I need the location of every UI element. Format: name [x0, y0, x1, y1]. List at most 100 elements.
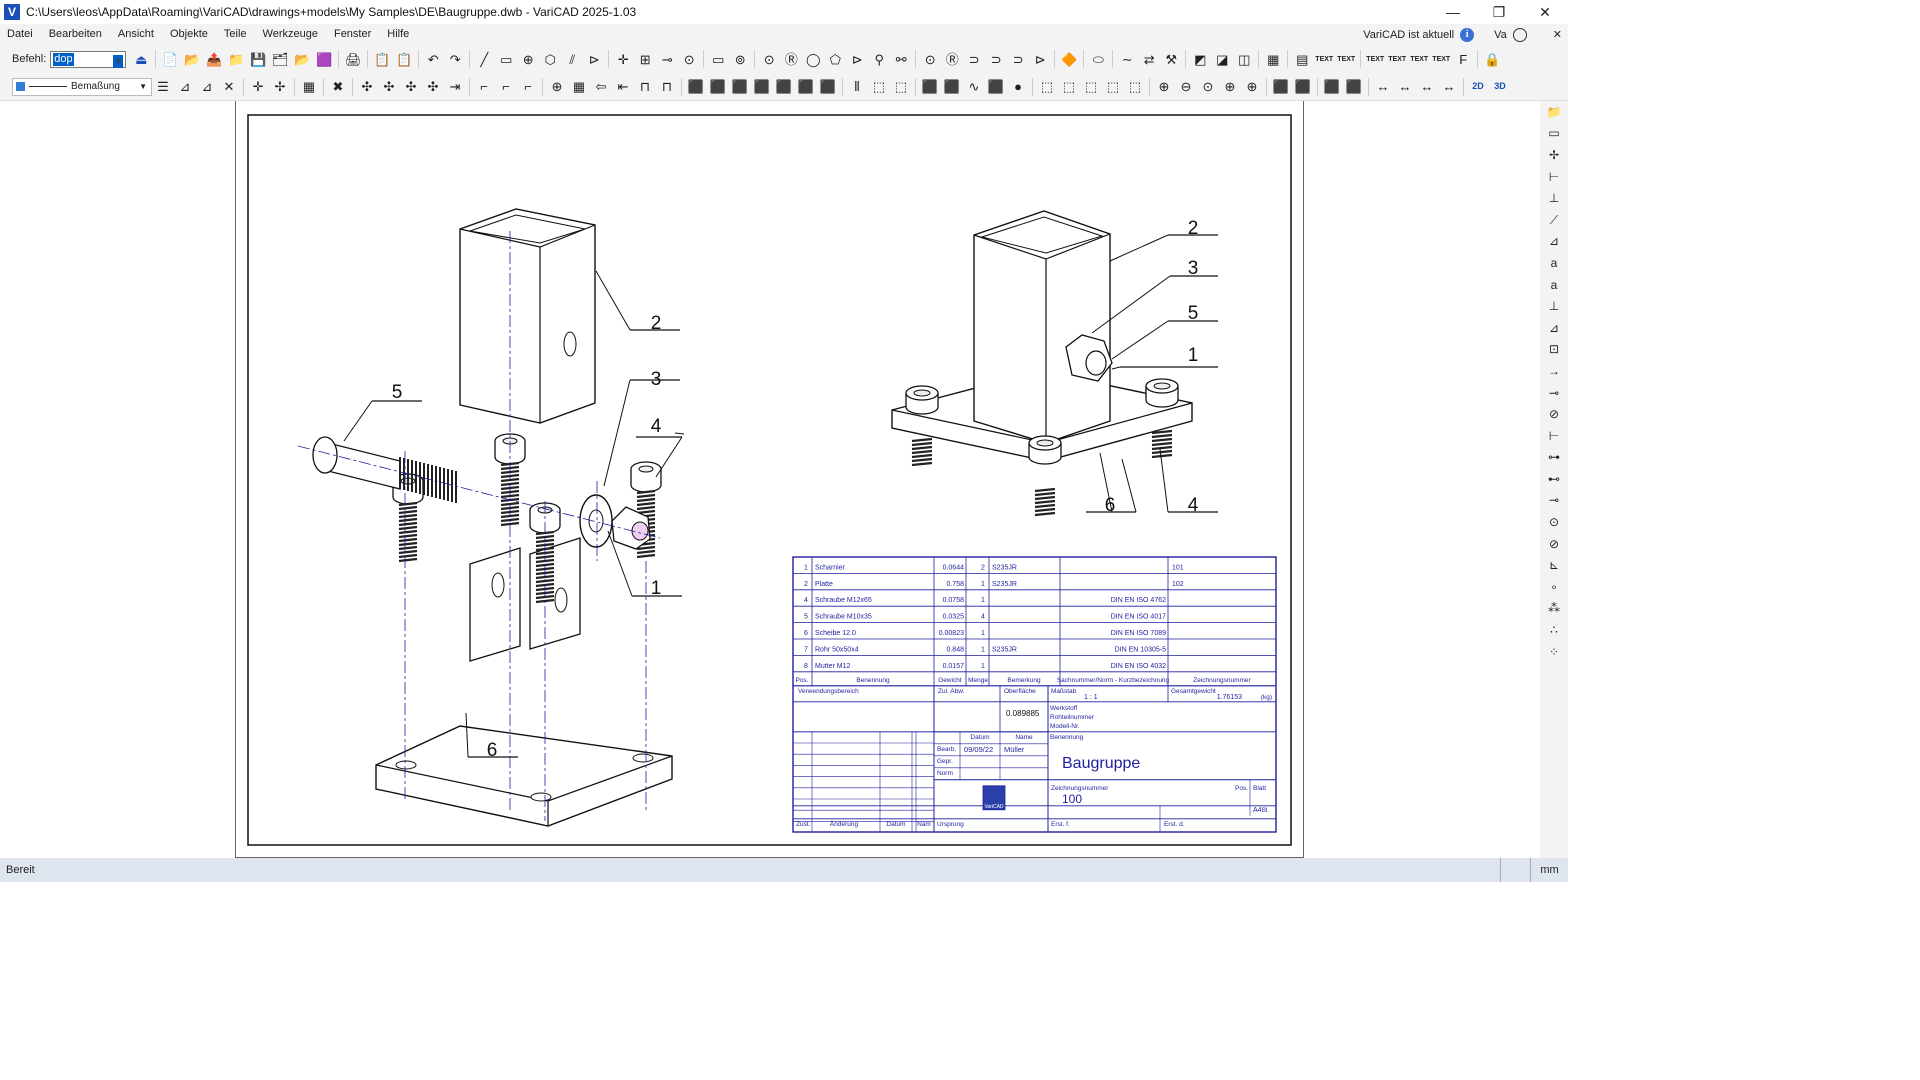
tool-icon-row1_icons-1[interactable]: 📂 [184, 51, 201, 67]
tool-icon-row1_icons-12[interactable]: 📋 [396, 51, 413, 67]
tool-icon-row2_icons-31[interactable]: ⬛ [753, 79, 771, 94]
tool-icon-row1_icons-2[interactable]: 📤 [206, 51, 223, 67]
tool-icon-row2_icons-12[interactable]: ✣ [383, 79, 395, 94]
tool-icon-row2_icons-50[interactable]: ⬚ [1128, 79, 1142, 94]
tool-icon-row1_icons-47[interactable]: 🔶 [1061, 51, 1078, 67]
tool-icon-row1_icons-57[interactable]: ◫ [1238, 51, 1251, 67]
tool-icon-right_icons-22[interactable]: ∘ [1550, 579, 1558, 594]
tool-icon-row1_icons-18[interactable]: ▭ [500, 51, 513, 67]
tool-icon-row2_icons-7[interactable]: ▦ [302, 79, 316, 94]
tool-icon-row2_icons-34[interactable]: ⬛ [819, 79, 837, 94]
tool-icon-row1_icons-69[interactable]: F [1459, 51, 1468, 67]
tool-icon-right_icons-15[interactable]: ⊢ [1548, 428, 1560, 443]
tool-icon-row2_icons-66[interactable]: ↔ [1420, 79, 1434, 94]
tool-icon-row1_icons-35[interactable]: ⬠ [829, 51, 841, 67]
tool-icon-row1_icons-66[interactable]: TEXT [1388, 55, 1407, 63]
tool-icon-row1_icons-42[interactable]: ⊃ [968, 51, 980, 67]
tool-icon-right_icons-1[interactable]: ▭ [1548, 126, 1560, 141]
tool-icon-row2_icons-69[interactable]: 2D [1472, 81, 1484, 91]
chevron-down-icon[interactable]: ▼ [113, 54, 124, 68]
tool-icon-row2_icons-44[interactable]: ● [1014, 79, 1022, 94]
tool-icon-row1_icons-4[interactable]: 💾 [250, 51, 267, 67]
tool-icon-right_icons-11[interactable]: ⊡ [1548, 342, 1560, 357]
tool-icon-row2_icons-32[interactable]: ⬛ [775, 79, 793, 94]
tool-icon-row1_icons-71[interactable]: 🔒 [1484, 51, 1501, 67]
minimize-button[interactable]: — [1446, 4, 1460, 20]
tool-icon-row2_icons-53[interactable]: ⊖ [1180, 79, 1192, 94]
tool-icon-row2_icons-49[interactable]: ⬚ [1106, 79, 1120, 94]
tool-icon-right_icons-9[interactable]: ⊥ [1548, 299, 1560, 314]
tool-icon-row1_icons-25[interactable]: ⊞ [639, 51, 651, 67]
tool-icon-row1_icons-9[interactable]: 🖨 [344, 51, 362, 67]
tool-icon-right_icons-8[interactable]: a [1550, 277, 1558, 292]
command-input[interactable]: dop ▼ [50, 50, 127, 68]
tool-icon-row1_icons-20[interactable]: ⬡ [544, 51, 556, 67]
tool-icon-row1_icons-44[interactable]: ⊃ [1012, 51, 1024, 67]
tool-icon-row1_icons-43[interactable]: ⊃ [990, 51, 1002, 67]
tool-icon-row2_icons-5[interactable]: ✢ [274, 79, 286, 94]
tool-icon-row2_icons-13[interactable]: ✣ [405, 79, 417, 94]
tool-icon-row1_icons-67[interactable]: TEXT [1410, 55, 1429, 63]
tool-icon-row1_icons-19[interactable]: ⊕ [522, 51, 534, 67]
tool-icon-right_icons-4[interactable]: ⊥ [1548, 191, 1560, 206]
tool-icon-right_icons-6[interactable]: ⊿ [1548, 234, 1560, 249]
tool-icon-right_icons-19[interactable]: ⊙ [1548, 515, 1560, 530]
tool-icon-row2_icons-19[interactable]: ⌐ [524, 79, 532, 94]
tool-icon-row1_icons-21[interactable]: ⫽ [569, 51, 576, 67]
tool-icon-right_icons-2[interactable]: ✢ [1548, 147, 1560, 162]
menu-ansicht[interactable]: Ansicht [117, 28, 154, 40]
info-icon[interactable]: i [1460, 27, 1475, 42]
tool-icon-row1_icons-5[interactable]: 🗂 [271, 51, 289, 67]
tool-icon-row2_icons-40[interactable]: ⬛ [921, 79, 939, 94]
tool-icon-row1_icons-40[interactable]: ⊙ [924, 51, 936, 67]
tool-icon-row2_icons-64[interactable]: ↔ [1376, 79, 1390, 94]
tool-icon-right_icons-20[interactable]: ⊘ [1548, 536, 1560, 551]
tool-icon-row1_icons-61[interactable]: ▤ [1296, 51, 1309, 67]
tool-icon-row1_icons-56[interactable]: ◪ [1216, 51, 1229, 67]
tool-icon-row1_icons-59[interactable]: ▦ [1267, 51, 1280, 67]
tool-icon-right_icons-23[interactable]: ⁂ [1548, 601, 1560, 616]
tool-icon-row2_icons-28[interactable]: ⬛ [687, 79, 705, 94]
close-document-icon[interactable]: ✕ [1552, 29, 1562, 41]
tool-icon-row1_icons-49[interactable]: ⬭ [1092, 51, 1104, 67]
units-indicator[interactable]: mm [1530, 858, 1568, 882]
close-window-button[interactable]: ✕ [1539, 3, 1551, 20]
tool-icon-row2_icons-43[interactable]: ⬛ [987, 79, 1005, 94]
tool-icon-right_icons-24[interactable]: ∴ [1550, 623, 1558, 638]
tool-icon-row1_icons-63[interactable]: TEXT [1337, 55, 1356, 63]
tool-icon-row2_icons-4[interactable]: ✛ [252, 79, 264, 94]
tool-icon-row1_icons-27[interactable]: ⊙ [683, 51, 695, 67]
menu-fenster[interactable]: Fenster [333, 28, 372, 40]
tool-icon-row1_icons-38[interactable]: ⚯ [895, 51, 907, 67]
tool-icon-row2_icons-59[interactable]: ⬛ [1294, 79, 1312, 94]
tool-icon-row2_icons-0[interactable]: ⊿ [179, 79, 191, 94]
tool-icon-row2_icons-17[interactable]: ⌐ [480, 79, 488, 94]
tool-icon-right_icons-17[interactable]: ⊷ [1548, 471, 1560, 486]
tool-icon-right_icons-18[interactable]: ⊸ [1548, 493, 1560, 508]
tool-icon-row2_icons-36[interactable]: ⫴ [854, 79, 860, 94]
tool-icon-row1_icons-22[interactable]: ⊳ [588, 51, 600, 67]
tool-icon-row1_icons-55[interactable]: ◩ [1194, 51, 1207, 67]
tool-icon-row2_icons-61[interactable]: ⬛ [1323, 79, 1341, 94]
tool-icon-row2_icons-38[interactable]: ⬚ [894, 79, 908, 94]
tool-icon-row2_icons-41[interactable]: ⬛ [943, 79, 961, 94]
tool-icon-right_icons-3[interactable]: ⊢ [1548, 169, 1560, 184]
tool-icon-row2_icons-48[interactable]: ⬚ [1084, 79, 1098, 94]
tool-icon-row2_icons-23[interactable]: ⇦ [595, 79, 607, 94]
tool-icon-row2_icons-46[interactable]: ⬚ [1040, 79, 1054, 94]
tool-icon-row1_icons-41[interactable]: Ⓡ [945, 51, 959, 67]
menu-datei[interactable]: Datei [7, 28, 33, 40]
tool-icon-row2_icons-67[interactable]: ↔ [1442, 79, 1456, 94]
tool-icon-row1_icons-26[interactable]: ⊸ [661, 51, 673, 67]
tool-icon-row2_icons-24[interactable]: ⇤ [617, 79, 629, 94]
tool-icon-row1_icons-29[interactable]: ▭ [712, 51, 725, 67]
tool-icon-row1_icons-0[interactable]: 📄 [162, 51, 179, 67]
tool-icon-row1_icons-32[interactable]: ⊙ [763, 51, 775, 67]
tool-icon-row1_icons-65[interactable]: TEXT [1366, 55, 1385, 63]
user-icon[interactable] [1512, 27, 1527, 42]
layer-select[interactable]: Bemaßung ▼ [12, 77, 152, 96]
tool-icon-row1_icons-7[interactable]: 🟪 [316, 51, 333, 67]
tool-icon-row2_icons-62[interactable]: ⬛ [1345, 79, 1363, 94]
tool-icon-row1_icons-17[interactable]: ╱ [480, 51, 489, 67]
